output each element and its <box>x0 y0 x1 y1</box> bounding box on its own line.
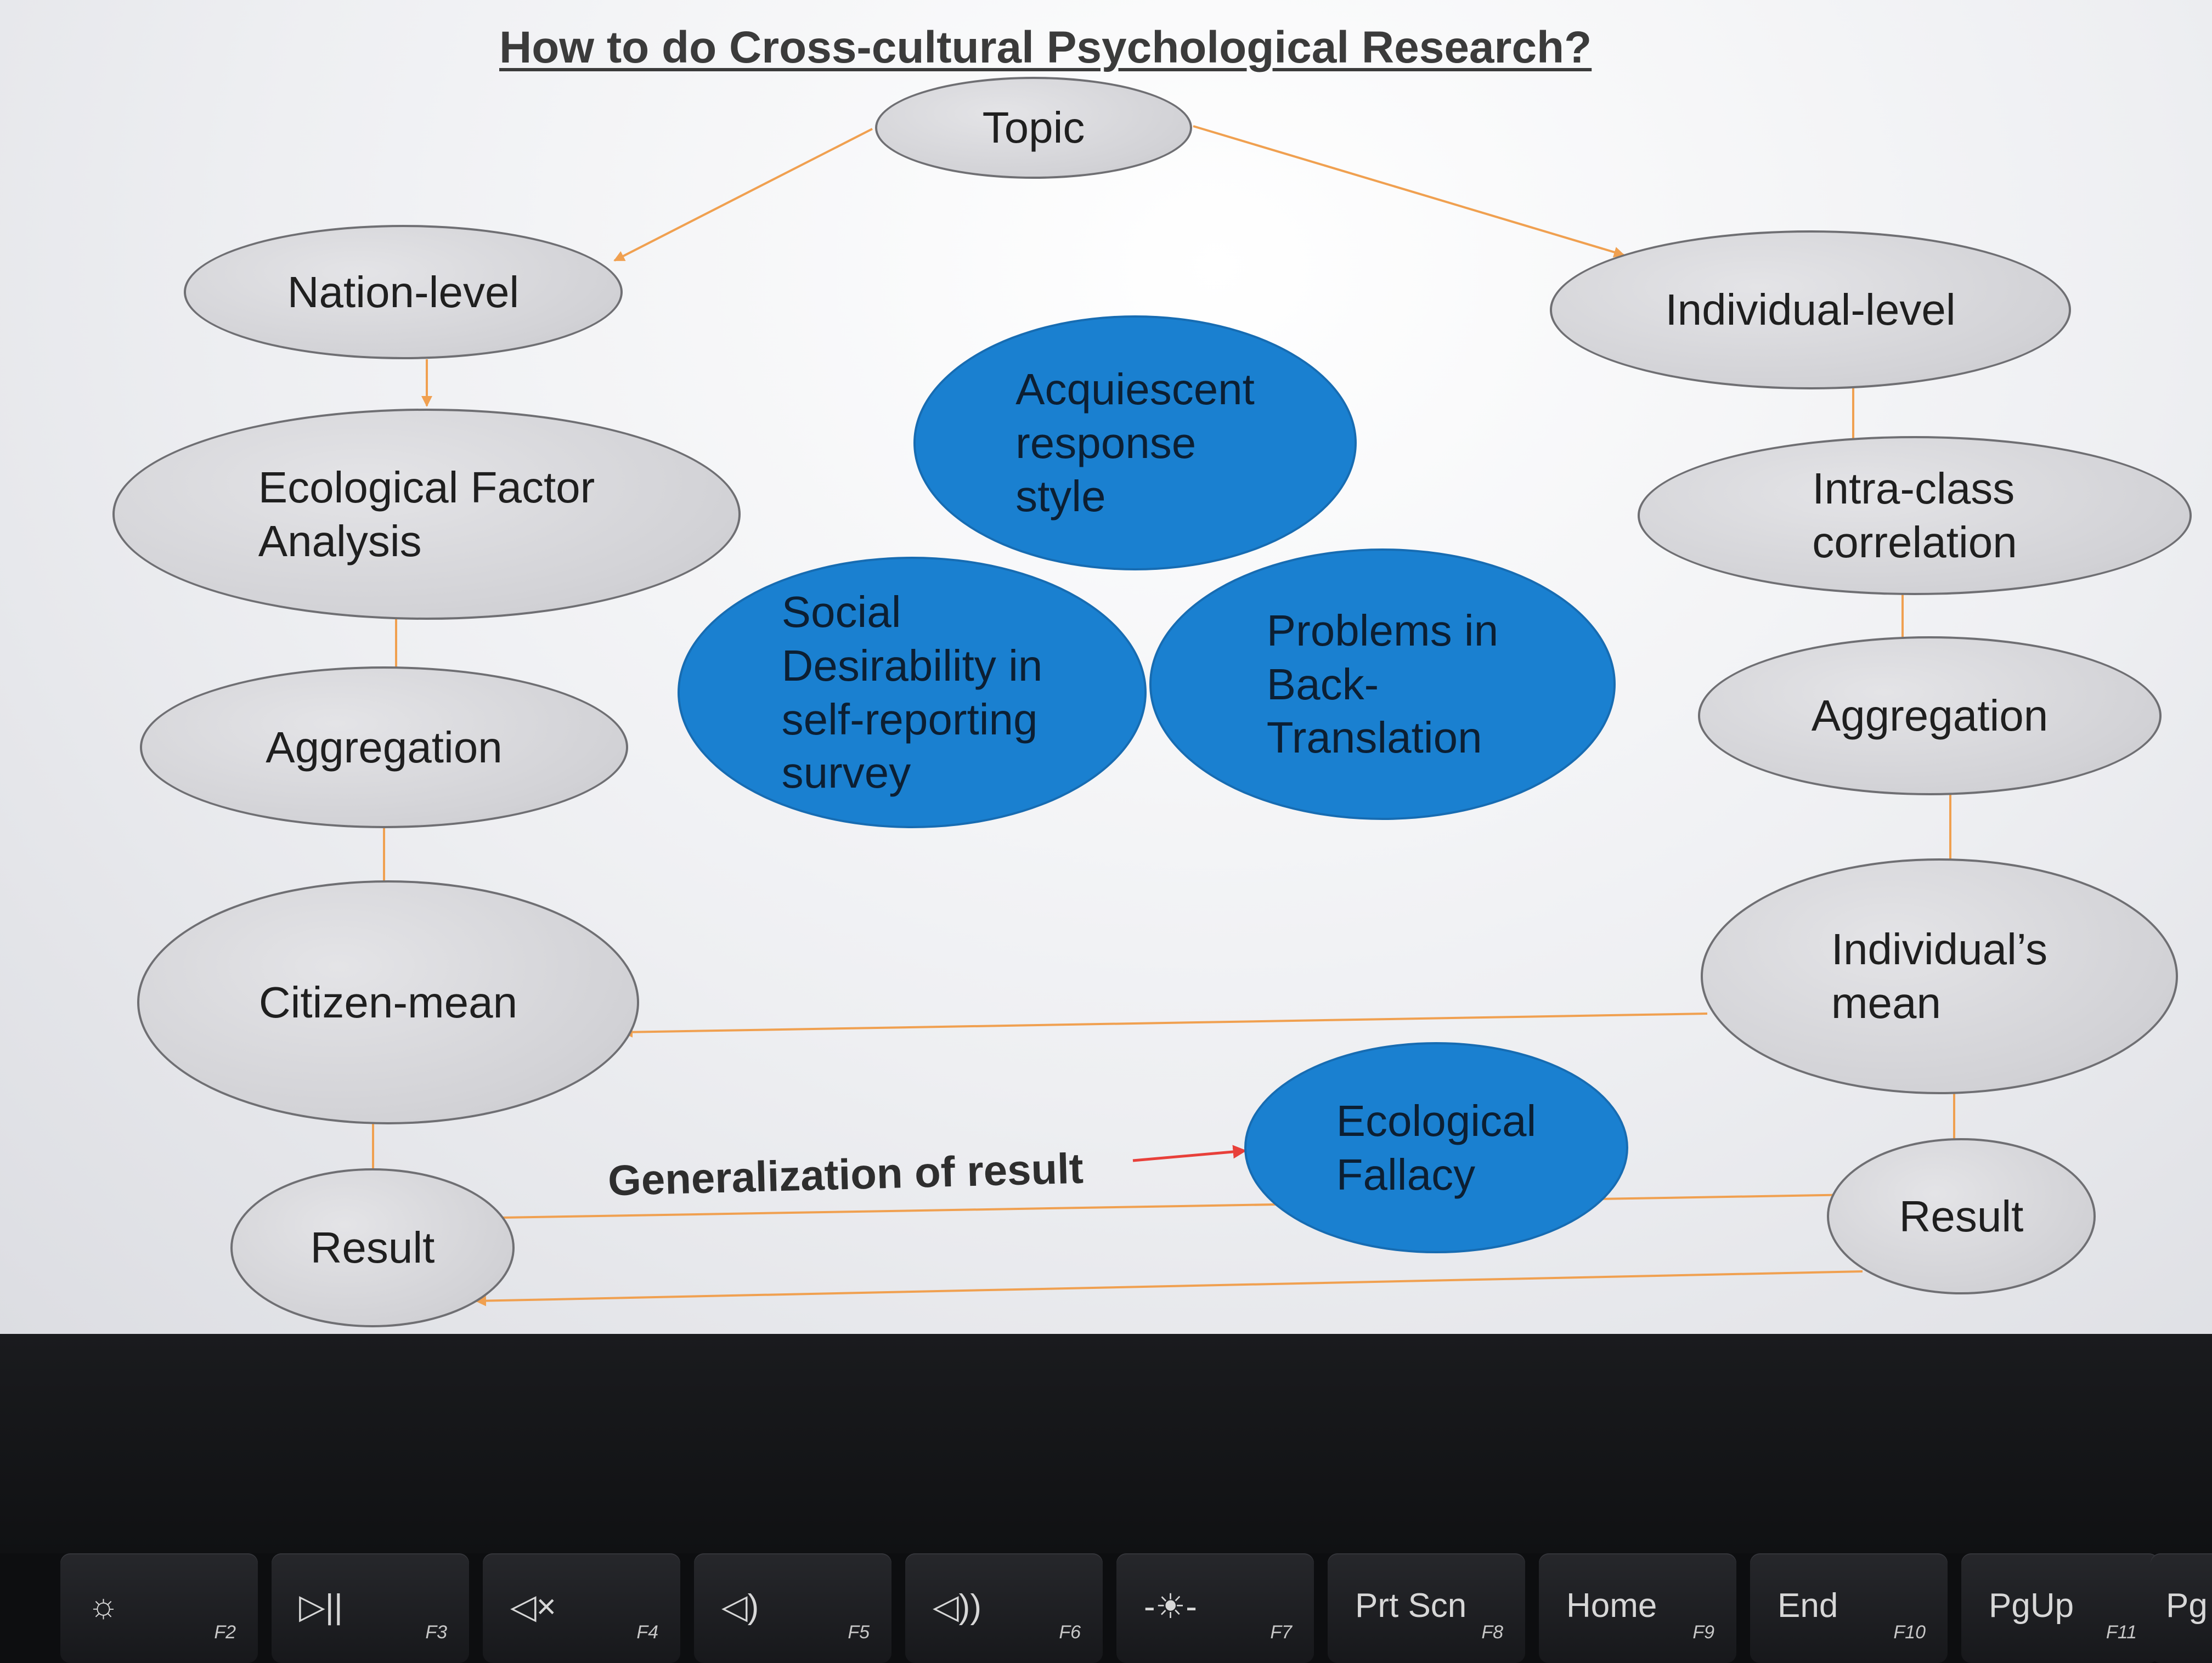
key-f6[interactable]: ◁)) F6 <box>905 1553 1103 1663</box>
node-intraclass-label: Intra-class correlation <box>1812 464 2017 567</box>
issue-ecological-fallacy-label: Ecological Fallacy <box>1336 1096 1537 1199</box>
issue-acquiescent-label: Acquiescent response style <box>1015 365 1255 521</box>
key-pgup[interactable]: PgUp F11 <box>1961 1553 2159 1663</box>
key-end[interactable]: End F10 <box>1750 1553 1948 1663</box>
node-ecological-factor-analysis: Ecological Factor Analysis <box>112 409 741 620</box>
node-topic: Topic <box>875 77 1192 179</box>
key-prtscn-label: Prt Scn <box>1355 1587 1467 1625</box>
node-intra-class-correlation: Intra-class correlation <box>1638 436 2192 595</box>
mute-icon: ◁× <box>510 1588 556 1626</box>
issue-social-desirability: Social Desirability in self-reporting su… <box>678 557 1147 828</box>
node-nation-level-label: Nation-level <box>287 267 520 316</box>
node-individuals-mean-label: Individual’s mean <box>1831 925 2048 1027</box>
issue-back-translation: Problems in Back- Translation <box>1149 548 1616 820</box>
key-pgdn-label: Pg <box>2166 1587 2208 1625</box>
projected-slide: How to do Cross-cultural Psychological R… <box>0 0 2212 1334</box>
node-citizen-mean-label: Citizen-mean <box>258 977 518 1027</box>
volume-up-icon: ◁)) <box>933 1588 981 1626</box>
arrow-result-right-to-left <box>475 1270 1863 1306</box>
key-f5[interactable]: ◁) F5 <box>694 1553 891 1663</box>
node-nation-level: Nation-level <box>184 225 623 359</box>
issue-ecological-fallacy: Ecological Fallacy <box>1244 1042 1628 1253</box>
key-end-label: End <box>1778 1587 1838 1625</box>
node-individual-level-label: Individual-level <box>1665 285 1956 335</box>
issue-social-desirability-label: Social Desirability in self-reporting su… <box>781 587 1043 797</box>
issue-acquiescent-response-style: Acquiescent response style <box>913 315 1357 570</box>
node-citizen-mean: Citizen-mean <box>137 880 639 1124</box>
laptop-bezel <box>0 1334 2212 1553</box>
node-efa-label: Ecological Factor Analysis <box>258 462 595 565</box>
node-aggregation-left: Aggregation <box>140 666 628 828</box>
node-result-left: Result <box>230 1168 515 1327</box>
node-individual-level: Individual-level <box>1550 230 2071 389</box>
key-prtscn[interactable]: Prt Scn F8 <box>1328 1553 1525 1663</box>
key-f7[interactable]: -☀- F7 <box>1116 1553 1314 1663</box>
node-result-right-label: Result <box>1899 1191 2024 1241</box>
volume-down-icon: ◁) <box>721 1588 759 1626</box>
node-aggregation-right: Aggregation <box>1698 636 2162 795</box>
key-home[interactable]: Home F9 <box>1539 1553 1736 1663</box>
key-pgdn[interactable]: Pg <box>2151 1553 2212 1663</box>
node-individuals-mean: Individual’s mean <box>1701 858 2178 1094</box>
arrow-topic-to-nation <box>613 128 873 262</box>
node-result-right: Result <box>1827 1138 2096 1294</box>
arrow-topic-to-individual <box>1193 125 1625 258</box>
node-aggregation-left-label: Aggregation <box>266 722 503 772</box>
play-pause-icon: ▷|| <box>299 1588 343 1626</box>
node-topic-label: Topic <box>982 103 1085 152</box>
brightness-icon: ☼ <box>88 1587 119 1625</box>
arrow-mean-to-citizen <box>622 1012 1708 1038</box>
key-f3[interactable]: ▷|| F3 <box>272 1553 469 1663</box>
key-home-label: Home <box>1566 1587 1657 1625</box>
backlight-icon: -☀- <box>1144 1588 1197 1626</box>
keyboard-function-row: ☼ F2 ▷|| F3 ◁× F4 ◁) F5 ◁)) F6 -☀- F7 Pr… <box>0 1553 2212 1663</box>
key-f2[interactable]: ☼ F2 <box>60 1553 258 1663</box>
issue-back-translation-label: Problems in Back- Translation <box>1266 606 1499 762</box>
node-aggregation-right-label: Aggregation <box>1811 691 2049 740</box>
node-result-left-label: Result <box>310 1223 435 1272</box>
arrow-generalization-to-fallacy <box>1132 1145 1247 1162</box>
arrow-result-left-to-right <box>501 1189 1858 1219</box>
key-f4[interactable]: ◁× F4 <box>483 1553 680 1663</box>
key-pgup-label: PgUp <box>1989 1587 2074 1625</box>
slide-title: How to do Cross-cultural Psychological R… <box>499 22 1592 72</box>
